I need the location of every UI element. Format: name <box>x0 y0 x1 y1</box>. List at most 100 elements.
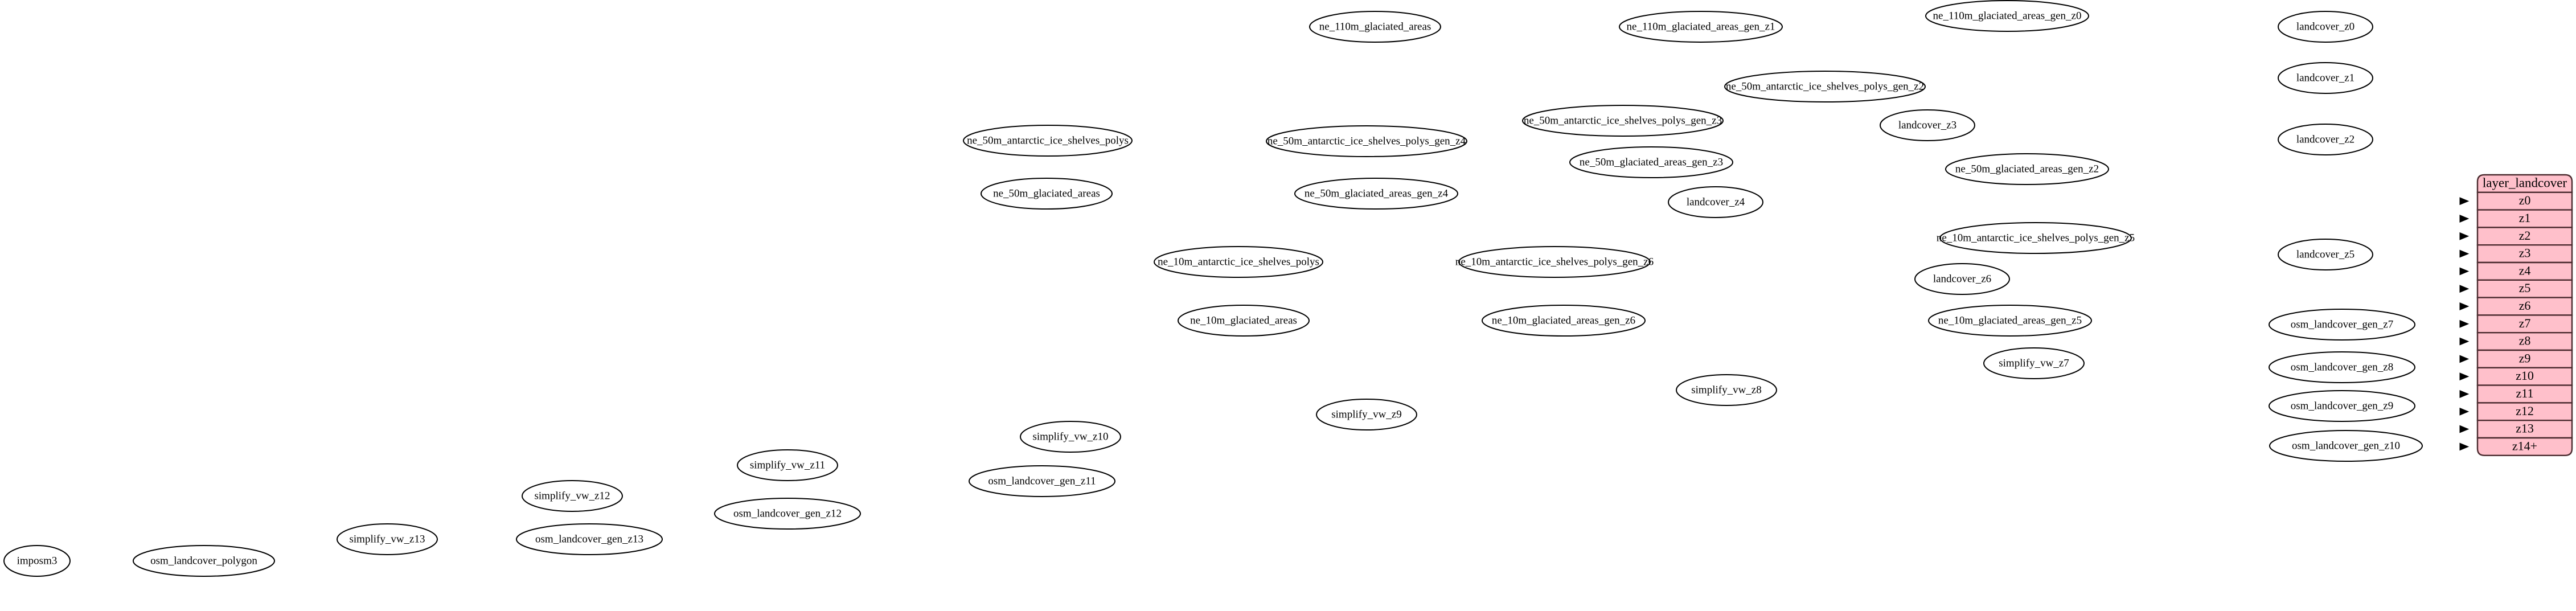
node-label: ne_10m_antarctic_ice_shelves_polys_gen_z… <box>1455 256 1654 268</box>
node-simplify_vw_z12[interactable]: simplify_vw_z12 <box>522 480 623 512</box>
edge-osm_landcover_gen_z7--to--layer_landcover.z7 <box>2459 319 2470 328</box>
edge-arrowhead-icon <box>2459 285 2470 293</box>
node-ellipse <box>1266 125 1467 157</box>
node-ne_50m_glaciated_areas_gen_z3[interactable]: ne_50m_glaciated_areas_gen_z3 <box>1569 146 1733 178</box>
edge-arrowhead-icon <box>2459 302 2470 310</box>
node-simplify_vw_z9[interactable]: simplify_vw_z9 <box>1316 399 1417 430</box>
node-ne_110m_glaciated_areas_gen_z0[interactable]: ne_110m_glaciated_areas_gen_z0 <box>1925 0 2089 32</box>
node-ellipse <box>1668 186 1763 218</box>
node-ellipse <box>1676 374 1777 406</box>
node-osm_landcover_polygon[interactable]: osm_landcover_polygon <box>133 545 275 577</box>
node-ellipse <box>714 498 861 530</box>
node-ne_50m_antarctic_ice_shelves_polys_gen_z2[interactable]: ne_50m_antarctic_ice_shelves_polys_gen_z… <box>1724 71 1926 102</box>
layer-table-header-label: layer_landcover <box>2483 176 2567 190</box>
layer-table-row-label: z2 <box>2519 228 2531 243</box>
edge-arrowhead-icon <box>2459 267 2470 276</box>
node-ne_50m_glaciated_areas[interactable]: ne_50m_glaciated_areas <box>981 178 1113 210</box>
edges-layer <box>2459 197 2470 451</box>
node-ne_10m_glaciated_areas[interactable]: ne_10m_glaciated_areas <box>1178 305 1310 337</box>
node-ne_50m_antarctic_ice_shelves_polys_gen_z4[interactable]: ne_50m_antarctic_ice_shelves_polys_gen_z… <box>1266 125 1467 157</box>
node-label: ne_50m_glaciated_areas_gen_z3 <box>1580 156 1723 168</box>
node-ne_50m_glaciated_areas_gen_z2[interactable]: ne_50m_glaciated_areas_gen_z2 <box>1945 153 2109 185</box>
node-osm_landcover_gen_z10[interactable]: osm_landcover_gen_z10 <box>2269 430 2423 462</box>
layer-table-row-label: z11 <box>2516 386 2534 400</box>
edge-arrowhead-icon <box>2459 442 2470 451</box>
node-imposm3[interactable]: imposm3 <box>3 545 71 577</box>
node-ellipse <box>2278 124 2373 155</box>
node-landcover_z6[interactable]: landcover_z6 <box>1914 263 2010 295</box>
node-osm_landcover_gen_z9[interactable]: osm_landcover_gen_z9 <box>2269 390 2415 422</box>
node-ellipse <box>133 545 275 577</box>
node-ne_10m_antarctic_ice_shelves_polys_gen_z5[interactable]: ne_10m_antarctic_ice_shelves_polys_gen_z… <box>1937 222 2135 254</box>
node-landcover_z4[interactable]: landcover_z4 <box>1668 186 1763 218</box>
edge-arrowhead-icon <box>2459 337 2470 346</box>
node-label: osm_landcover_polygon <box>150 555 257 567</box>
edge-arrowhead-icon <box>2459 232 2470 240</box>
node-ne_10m_antarctic_ice_shelves_polys[interactable]: ne_10m_antarctic_ice_shelves_polys <box>1154 246 1323 278</box>
node-label: simplify_vw_z9 <box>1331 408 1402 420</box>
node-ne_50m_glaciated_areas_gen_z4[interactable]: ne_50m_glaciated_areas_gen_z4 <box>1294 178 1458 210</box>
node-ne_110m_glaciated_areas_gen_z1[interactable]: ne_110m_glaciated_areas_gen_z1 <box>1619 11 1783 43</box>
node-label: osm_landcover_gen_z8 <box>2291 361 2393 373</box>
node-osm_landcover_gen_z11[interactable]: osm_landcover_gen_z11 <box>969 465 1115 497</box>
node-ellipse <box>1458 246 1651 278</box>
edge-arrowhead-icon <box>2459 407 2470 416</box>
node-label: simplify_vw_z11 <box>750 459 825 471</box>
node-osm_landcover_gen_z12[interactable]: osm_landcover_gen_z12 <box>714 498 861 530</box>
node-ne_10m_antarctic_ice_shelves_polys_gen_z6[interactable]: ne_10m_antarctic_ice_shelves_polys_gen_z… <box>1455 246 1654 278</box>
edge-landcover_z3--to--layer_landcover.z3 <box>2459 249 2470 258</box>
node-label: ne_10m_glaciated_areas_gen_z5 <box>1938 314 2082 326</box>
node-label: simplify_vw_z12 <box>535 490 610 502</box>
node-simplify_vw_z10[interactable]: simplify_vw_z10 <box>1020 421 1121 453</box>
node-label: landcover_z5 <box>2296 248 2355 260</box>
edge-arrowhead-icon <box>2459 197 2470 206</box>
node-ne_110m_glaciated_areas[interactable]: ne_110m_glaciated_areas <box>1309 11 1441 43</box>
edge-arrowhead-icon <box>2459 249 2470 258</box>
edge-landcover_z1--to--layer_landcover.z1 <box>2460 215 2470 223</box>
node-label: ne_110m_glaciated_areas_gen_z0 <box>1933 10 2082 22</box>
node-label: ne_10m_glaciated_areas_gen_z6 <box>1492 314 1635 326</box>
node-label: landcover_z2 <box>2296 133 2355 145</box>
node-ne_10m_glaciated_areas_gen_z6[interactable]: ne_10m_glaciated_areas_gen_z6 <box>1482 305 1646 337</box>
node-ne_10m_glaciated_areas_gen_z5[interactable]: ne_10m_glaciated_areas_gen_z5 <box>1928 305 2092 337</box>
node-osm_landcover_gen_z8[interactable]: osm_landcover_gen_z8 <box>2269 351 2415 383</box>
node-label: ne_50m_glaciated_areas_gen_z4 <box>1305 187 1449 199</box>
layer-table-row-label: z6 <box>2519 298 2531 313</box>
node-osm_landcover_gen_z13[interactable]: osm_landcover_gen_z13 <box>516 523 663 555</box>
node-landcover_z2[interactable]: landcover_z2 <box>2278 124 2373 155</box>
node-ellipse <box>1316 399 1417 430</box>
node-label: osm_landcover_gen_z12 <box>733 507 842 519</box>
layer-table-row-label: z0 <box>2519 193 2531 207</box>
node-label: ne_50m_glaciated_areas_gen_z2 <box>1955 163 2099 175</box>
layer-table-row-label: z4 <box>2519 263 2531 277</box>
edge-arrowhead-icon <box>2459 319 2470 328</box>
node-landcover_z1[interactable]: landcover_z1 <box>2278 62 2373 94</box>
node-simplify_vw_z7[interactable]: simplify_vw_z7 <box>1983 347 2085 379</box>
node-ellipse <box>1178 305 1310 337</box>
node-simplify_vw_z11[interactable]: simplify_vw_z11 <box>737 449 838 481</box>
node-label: landcover_z4 <box>1687 196 1745 208</box>
node-label: simplify_vw_z13 <box>350 533 425 545</box>
layer-table-row-label: z13 <box>2516 421 2534 436</box>
node-label: landcover_z6 <box>1933 273 1991 285</box>
node-landcover_z5[interactable]: landcover_z5 <box>2278 239 2373 270</box>
edge-landcover_z5--to--layer_landcover.z5 <box>2459 285 2470 293</box>
node-ellipse <box>1914 263 2010 295</box>
node-label: ne_10m_antarctic_ice_shelves_polys <box>1158 256 1319 268</box>
node-landcover_z0[interactable]: landcover_z0 <box>2278 11 2373 43</box>
edge-landcover_z6--to--layer_landcover.z6 <box>2459 302 2470 310</box>
node-ellipse <box>1983 347 2085 379</box>
node-landcover_z3[interactable]: landcover_z3 <box>1880 109 1975 141</box>
edge-osm_landcover_gen_z10--to--layer_landcover.z10 <box>2460 373 2470 381</box>
layer-table-row-z14plus[interactable] <box>2476 437 2573 456</box>
nodes-layer: ne_110m_glaciated_areas ne_110m_glaciated… <box>3 0 2423 577</box>
node-simplify_vw_z8[interactable]: simplify_vw_z8 <box>1676 374 1777 406</box>
node-ne_50m_antarctic_ice_shelves_polys_gen_z3[interactable]: ne_50m_antarctic_ice_shelves_polys_gen_z… <box>1522 105 1724 137</box>
node-ne_50m_antarctic_ice_shelves_polys[interactable]: ne_50m_antarctic_ice_shelves_polys <box>963 125 1133 157</box>
node-label: landcover_z1 <box>2296 72 2355 84</box>
node-ellipse <box>2278 62 2373 94</box>
node-simplify_vw_z13[interactable]: simplify_vw_z13 <box>337 523 438 555</box>
layer-table-row-label: z5 <box>2519 281 2531 295</box>
node-osm_landcover_gen_z7[interactable]: osm_landcover_gen_z7 <box>2269 309 2415 341</box>
